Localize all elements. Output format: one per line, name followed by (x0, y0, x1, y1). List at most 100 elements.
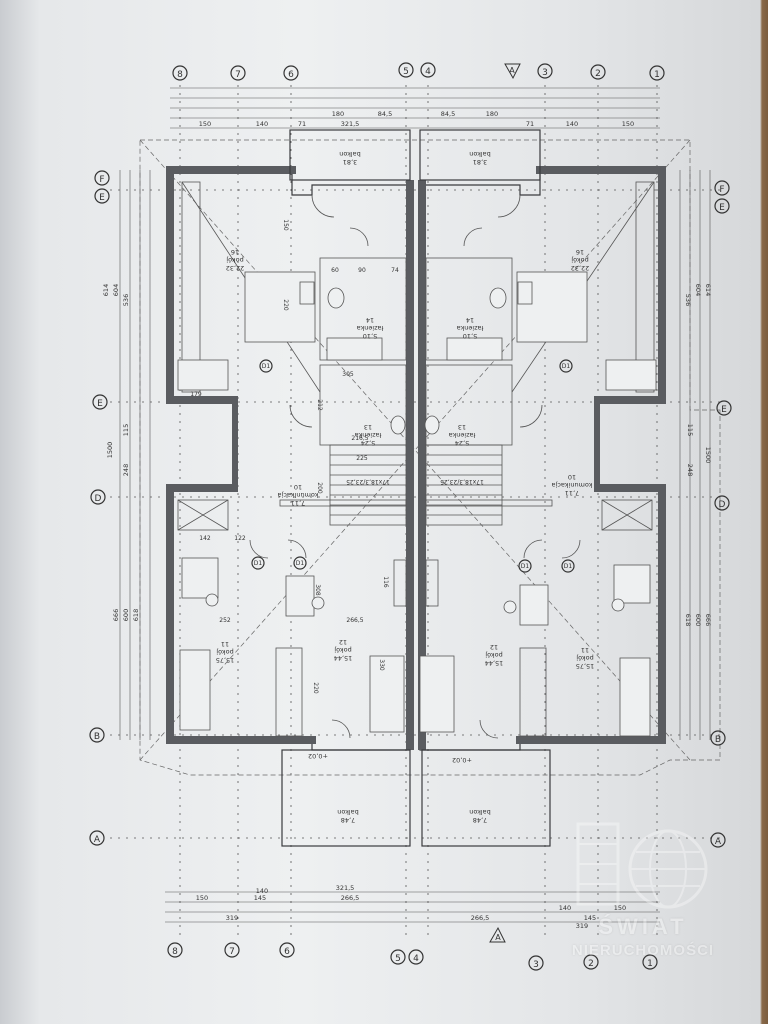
room-name: pokój (571, 256, 589, 264)
room-name: pokój (334, 646, 352, 654)
room-name: łazienka (449, 431, 476, 439)
axis-label: B (94, 732, 100, 742)
level-mark: +0,02 (308, 752, 328, 760)
section-mark-top: A (509, 66, 515, 75)
axis-label: 2 (595, 69, 601, 79)
door-tag: D1 (254, 560, 263, 567)
axis-label: 6 (288, 70, 294, 80)
room-number: 10 (294, 483, 302, 491)
room-number: 13 (458, 423, 466, 431)
dim-text: 321,5 (341, 120, 360, 128)
furniture (177, 271, 657, 737)
axis-label: 4 (413, 954, 419, 964)
axis-markers-side: F E E D B A F E E D B A (89, 170, 732, 848)
room-area: 5,24 (361, 439, 375, 447)
axis-label: E (721, 405, 727, 415)
room-area: 22,32 (571, 264, 590, 272)
door-tags: D1 D1 D1 D1 D1 D1 (251, 359, 575, 573)
dim-text: 71 (526, 120, 534, 128)
balcony-area: 7,48 (341, 816, 355, 824)
axis-label: A (94, 835, 101, 845)
axis-label: 6 (284, 947, 290, 957)
room-area: 5,10 (363, 332, 377, 340)
room-area: 22,32 (226, 264, 245, 272)
side-dimensions-left: 536 604 614 1500 115 248 666 618 600 (102, 284, 140, 621)
dim-text: 305 (342, 371, 354, 378)
room-labels-left: 16 pokój 22,32 14 łazienka 5,10 13 łazie… (216, 248, 384, 664)
dim-text: 266,5 (341, 894, 360, 902)
dim-text: 140 (566, 120, 578, 128)
dim-text: 145 (584, 914, 596, 922)
room-number: 11 (581, 646, 589, 654)
dim-text: 600 (694, 614, 702, 626)
axis-label: 3 (542, 68, 548, 78)
balconies-bottom (281, 749, 551, 847)
dim-text: 266,5 (346, 617, 363, 624)
dim-text: 1500 (106, 442, 114, 459)
inner-dimensions: 150 220 60 90 74 179 305 212 216,5 200 2… (190, 219, 399, 694)
section-mark-bottom: A (495, 933, 501, 942)
axis-label: 2 (588, 959, 594, 969)
room-name: łazienka (457, 324, 484, 332)
axis-label: 1 (654, 70, 660, 80)
dim-text: 74 (391, 267, 399, 274)
axis-markers-top: 8 7 6 5 4 3 2 1 A (172, 62, 665, 81)
dim-text: 604 (694, 284, 702, 296)
dim-text: 179 (190, 391, 202, 398)
room-number: 13 (364, 423, 372, 431)
dim-text: 150 (282, 219, 289, 231)
dim-text: 614 (102, 284, 110, 296)
dim-text: 220 (282, 299, 289, 311)
room-name: komunikacja (552, 481, 593, 489)
roof-outline (139, 139, 721, 776)
room-name: komunikacja (278, 491, 319, 499)
room-number: 12 (490, 643, 498, 651)
dim-text: 536 (684, 294, 692, 306)
brand-name: ŚWIAT (598, 914, 688, 939)
room-name: pokój (216, 648, 234, 656)
door-tag: D1 (296, 560, 305, 567)
dim-text: 200 (316, 482, 323, 494)
balcony-area: 7,48 (473, 816, 487, 824)
dim-text: 116 (382, 576, 389, 588)
dim-text: 330 (378, 659, 385, 671)
room-name: pokój (226, 256, 244, 264)
door-tag: D1 (521, 563, 530, 570)
dim-text: 140 (256, 120, 268, 128)
dim-text: 604 (112, 284, 120, 296)
room-name: łazienka (355, 431, 382, 439)
axis-label: E (97, 399, 103, 409)
dim-text: 536 (122, 294, 130, 306)
axis-label: D (95, 494, 102, 504)
top-dimensions: 150 140 71 180 84,5 321,5 84,5 180 71 14… (199, 110, 634, 128)
dim-text: 150 (196, 894, 208, 902)
dim-text: 140 (256, 887, 268, 895)
stairs-spec: 17x18,3/23,25 (346, 478, 390, 485)
building-walls (166, 166, 666, 751)
dim-text: 216,5 (351, 435, 368, 442)
dim-text: 84,5 (378, 110, 392, 118)
balcony-labels: balkon 3,81 balkon 3,81 balkon 7,48 balk… (337, 150, 491, 824)
bottom-dimensions: 266,5 319 145 150 140 321,5 140 150 145 … (196, 884, 626, 930)
dim-text: 266,5 (471, 914, 490, 922)
balcony-name: balkon (469, 808, 491, 816)
room-area: 15,44 (485, 659, 504, 667)
dim-text: 618 (684, 614, 692, 626)
balcony-name: balkon (337, 808, 359, 816)
side-dimensions-right: 536 604 614 1500 115 248 666 618 600 (684, 284, 712, 626)
room-name: pokój (485, 651, 503, 659)
axis-label: F (719, 185, 724, 195)
dim-text: 666 (704, 614, 712, 626)
room-number: 10 (568, 473, 576, 481)
dim-text: 150 (622, 120, 634, 128)
brand-watermark: ŚWIAT NIERUCHOMOŚCI (538, 814, 748, 984)
balcony-area: 3,81 (473, 158, 487, 166)
dim-text: 84,5 (441, 110, 455, 118)
room-name: łazienka (357, 324, 384, 332)
dim-text: 252 (219, 617, 231, 624)
room-area: 15,44 (334, 654, 353, 662)
dim-text: 225 (356, 455, 368, 462)
dim-text: 319 (226, 914, 238, 922)
dim-text: 71 (298, 120, 306, 128)
